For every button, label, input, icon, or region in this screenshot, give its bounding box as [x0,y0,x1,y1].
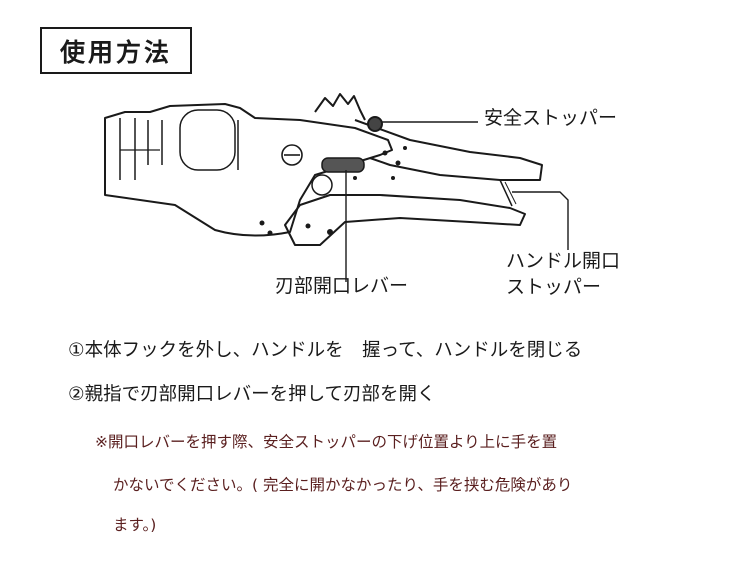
section-title: 使用方法 [40,27,192,74]
caution-note-line-3: ます。) [113,516,157,534]
label-handle-stopper-line2: ストッパー [506,276,602,298]
blade-lever [321,157,365,173]
label-handle-stopper-line1: ハンドル開口 [506,250,621,272]
leader-handle-stopper [512,191,569,250]
upper-handle [354,119,543,181]
safety-stopper-knob [367,116,383,132]
cutter-head [104,103,393,237]
pipe-cutter-illustration [104,93,569,282]
pivot-screw [281,144,303,166]
ratchet-teeth [314,93,366,121]
step-2: ②親指で刃部開口レバーを押して刃部を開く [68,384,436,405]
lower-handle [284,194,526,246]
label-blade-lever: 刃部開口レバー [275,275,409,297]
caution-note-line-2: かないでください。( 完全に開かなかったり、手を挟む危険があり [113,476,573,494]
caution-note-line-1: ※開口レバーを押す際、安全ストッパーの下げ位置より上に手を置 [95,433,558,451]
step-1: ①本体フックを外し、ハンドルを 握って、ハンドルを閉じる [68,340,583,361]
label-safety-stopper: 安全ストッパー [484,107,618,129]
